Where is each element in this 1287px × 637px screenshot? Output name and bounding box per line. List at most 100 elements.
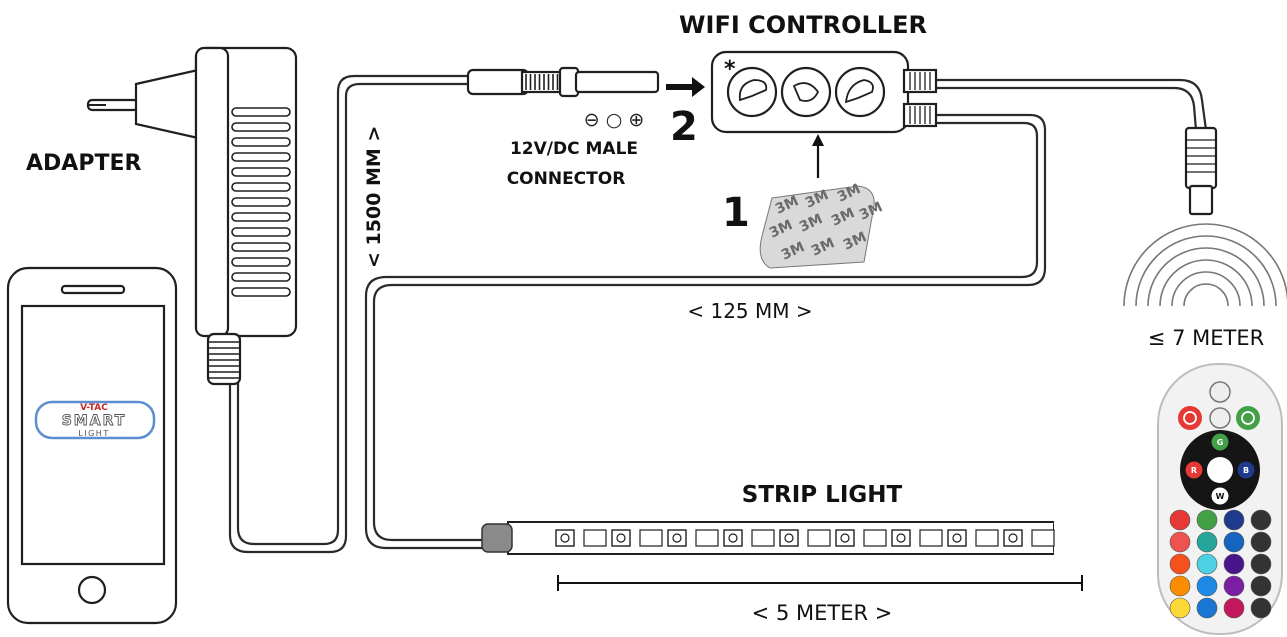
remote-ring-button-label: G [1217,438,1224,447]
remote-brightness-down-button [1209,407,1231,429]
led-chip [555,529,575,547]
connector-label-line2: CONNECTOR [507,169,626,189]
controller-port-ribs [909,72,931,124]
adapter-vent-slot [231,197,291,207]
resistor [639,529,663,547]
remote-color-button [1196,575,1218,597]
remote-color-button [1223,531,1245,553]
resistor [751,529,775,547]
remote-color-button [1250,509,1272,531]
led-chip [667,529,687,547]
wifi-controller-label: WIFI CONTROLLER [679,11,927,39]
led-chip-lens [952,533,962,543]
controller-to-strip-wire-inner [364,121,1039,550]
led-strip [481,520,1073,556]
connect-arrow [666,77,705,97]
smart-light-logo-line2: LIGHT [78,429,109,438]
adapter-vent-slot [231,272,291,282]
controller-to-strip-wire [372,113,1047,542]
adapter-strain-ribs [208,341,240,379]
controller-button-2 [780,66,832,118]
remote-ring-button [1210,486,1230,506]
remote-color-button [1169,509,1191,531]
signal-arc [1147,247,1265,307]
adapter-to-controller-wire [228,82,470,554]
signal-arc [1123,223,1287,307]
remote-color-button [1223,509,1245,531]
adapter-vent-slot [231,257,291,267]
adapter-vent-slot [231,287,291,297]
phone-home-button [77,575,107,605]
wifi-controller: * [710,50,938,134]
tape-backing [759,185,875,269]
led-chip-lens [672,533,682,543]
resistor [975,529,999,547]
adapter-vent-slot [231,152,291,162]
remote-brightness-up-button [1209,381,1231,403]
resistor [583,529,607,547]
remote-color-button [1250,575,1272,597]
controller-to-ir-receiver-wire [935,78,1208,131]
strip-plug [481,523,513,553]
led-chip [611,529,631,547]
connector-grip-ribs [525,74,559,90]
polarity-symbols: ⊖ ○ ⊕ [584,109,645,131]
adapter-vent-slot [231,107,291,117]
adapter-vent-slot [231,242,291,252]
remote-color-button [1223,597,1245,619]
smart-light-logo-line1: SMART [62,413,127,429]
connector-barrel [574,70,660,94]
remote-color-button [1250,553,1272,575]
remote-color-grid [1169,509,1272,619]
strip-length-label: < 5 METER > [752,601,893,625]
adapter-vent-slot [231,137,291,147]
remote-ring-button-label: B [1243,466,1249,475]
length-1500mm-label: < 1500 MM > [363,126,385,268]
adapter-plug-base [134,68,200,140]
remote-power-off-button [1178,406,1202,430]
remote-ring-button [1210,432,1230,452]
phone-brand-text: V-TAC [80,403,108,413]
adapter-to-controller-wire-inner [236,74,470,546]
step-1-number: 1 [722,190,750,236]
signal-arc [1159,259,1253,307]
dc-male-connector [466,66,660,98]
remote-color-button [1223,553,1245,575]
ir-receiver-cap [1188,184,1214,216]
connector-grip [520,70,564,94]
led-chip [947,529,967,547]
color-mode-icon [792,82,820,102]
remote-color-button [1250,531,1272,553]
resistor [1031,529,1055,547]
led-chip [1003,529,1023,547]
smart-light-logo-frame [34,400,156,440]
remote-ring-button-label: R [1191,466,1197,475]
led-chip [723,529,743,547]
range-7-meter-label: ≤ 7 METER [1148,326,1264,350]
remote-color-button [1169,575,1191,597]
led-chip-lens [616,533,626,543]
led-chip-lens [840,533,850,543]
adapter-vent-slot [231,227,291,237]
remote-color-button [1169,553,1191,575]
smartphone: V-TAC SMART LIGHT [6,266,178,625]
adapter-front-face [194,46,230,338]
led-chip-lens [896,533,906,543]
adapter-prong-bottom [88,104,106,106]
signal-arc [1183,283,1229,307]
ir-receiver [1184,126,1218,216]
remote-color-button [1169,531,1191,553]
speed-mode-icon [844,79,874,104]
remote-ring-button [1184,460,1204,480]
resistor [695,529,719,547]
strip-cut-end [1053,520,1073,556]
remote-color-button [1196,597,1218,619]
led-chip-lens [784,533,794,543]
led-chip [835,529,855,547]
led-chip-lens [560,533,570,543]
step-2-number: 2 [670,104,698,150]
remote-color-button [1223,575,1245,597]
